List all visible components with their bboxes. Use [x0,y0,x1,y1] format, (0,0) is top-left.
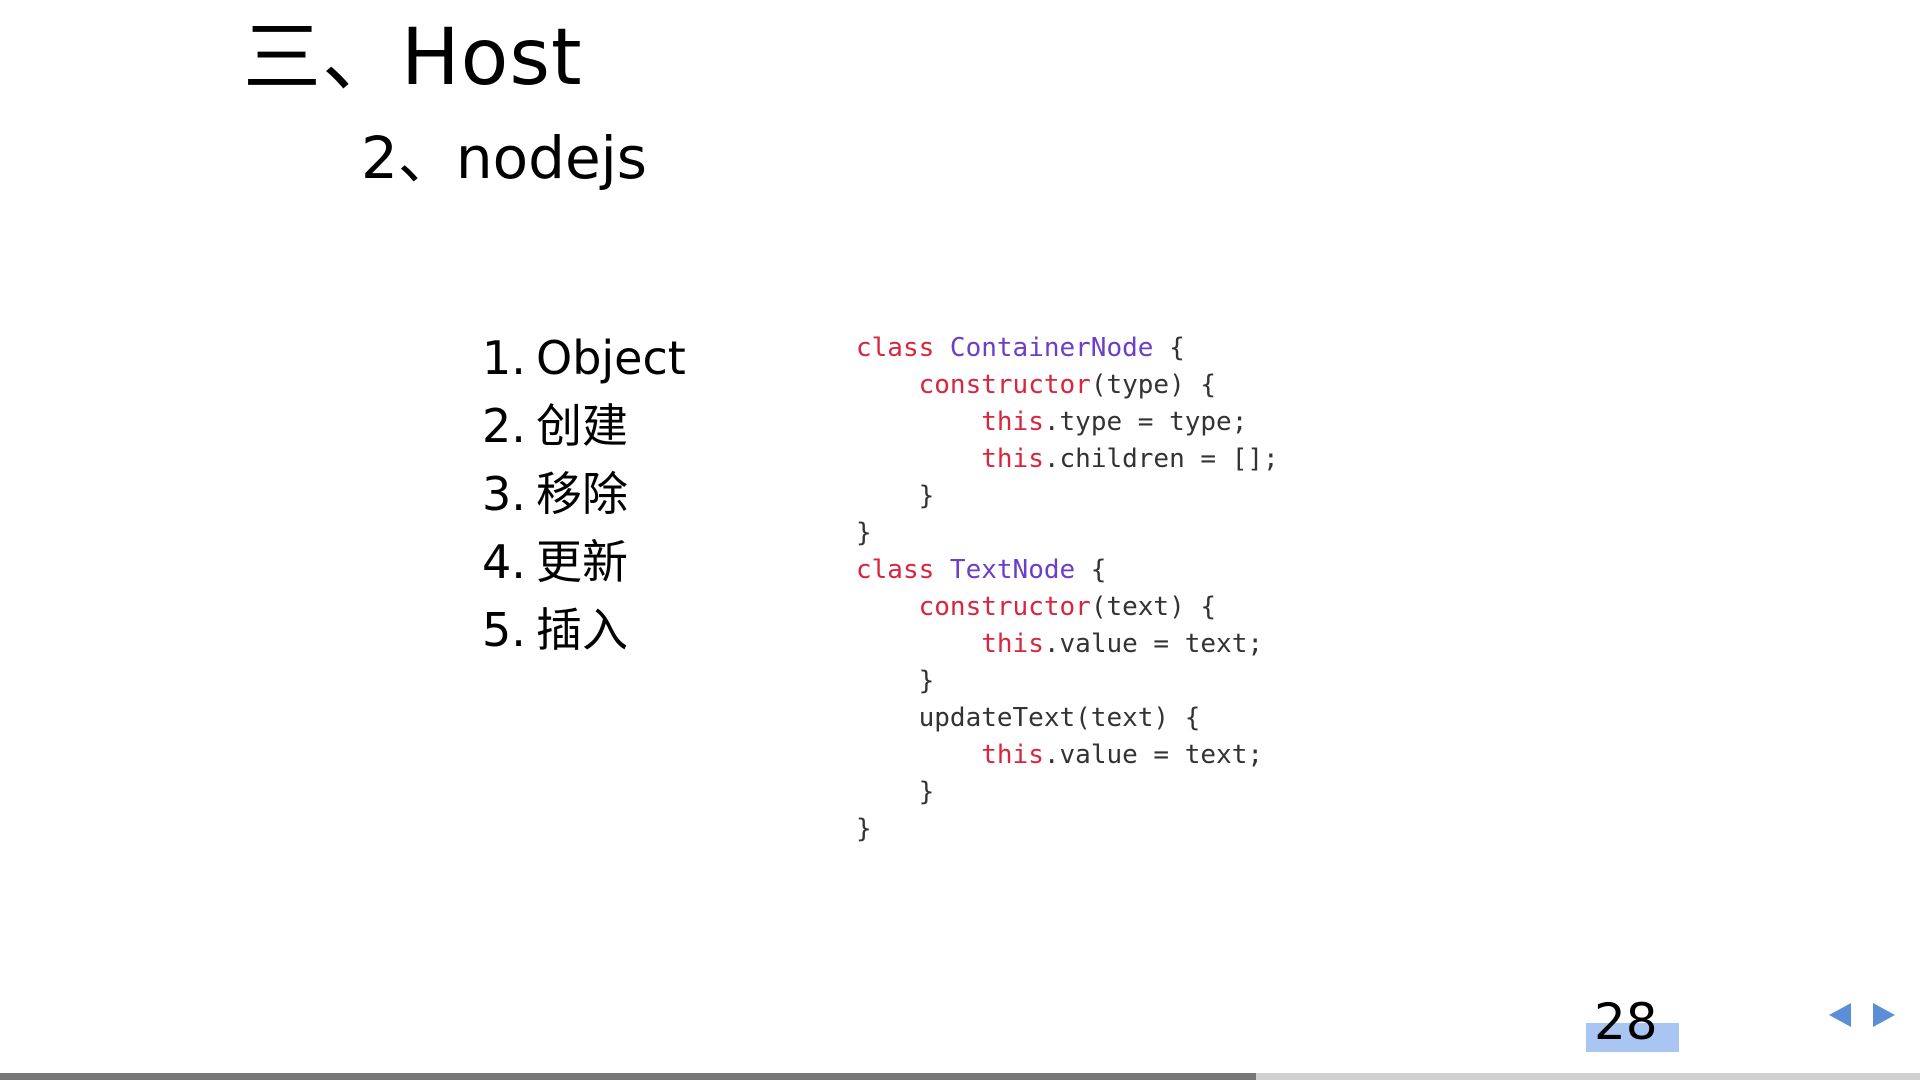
code-line: class TextNode { [856,552,1279,589]
code-token: (type) { [1090,370,1217,400]
code-token: } [856,777,935,807]
code-token: .value = text; [1043,629,1264,659]
list-item: 1.Object [482,324,686,392]
code-token: constructor [918,592,1091,622]
progress-bar [0,1073,1920,1080]
code-line: this.value = text; [856,737,1279,774]
code-line: this.type = type; [856,404,1279,441]
code-token: this [981,407,1044,437]
code-line: updateText(text) { [856,700,1279,737]
code-line: } [856,663,1279,700]
code-token: } [856,814,872,844]
progress-bar-fill [0,1073,1256,1080]
code-token: .value = text; [1043,740,1264,770]
code-token: { [1153,333,1185,363]
triangle-right-icon [1873,1003,1895,1027]
list-item-number: 2. [482,399,526,453]
code-token: .children = []; [1043,444,1279,474]
code-line: constructor(text) { [856,589,1279,626]
code-token: constructor [918,370,1091,400]
code-line: } [856,478,1279,515]
list-item: 2.创建 [482,392,686,460]
code-token [856,407,981,437]
list-item-number: 3. [482,467,526,521]
code-token: } [856,666,935,696]
code-token: this [981,629,1044,659]
code-line: this.value = text; [856,626,1279,663]
triangle-left-icon [1829,1003,1851,1027]
page-number: 28 [1594,993,1658,1051]
code-token [856,592,919,622]
code-token: (text) { [1090,592,1217,622]
page-number-highlight [1586,1023,1679,1052]
code-token [856,629,981,659]
code-token: class [856,555,950,585]
list-item-number: 1. [482,331,526,385]
code-token: .type = type; [1043,407,1248,437]
code-line: } [856,515,1279,552]
previous-slide-button[interactable] [1826,1000,1854,1030]
code-token [856,740,981,770]
code-line: } [856,774,1279,811]
list-item-number: 4. [482,535,526,589]
list-item-text: Object [536,331,686,385]
code-token: ContainerNode [949,333,1154,363]
list-item: 5.插入 [482,596,686,664]
code-block: class ContainerNode { constructor(type) … [856,330,1279,848]
code-token [856,444,981,474]
code-token [856,370,919,400]
list-item-number: 5. [482,603,526,657]
code-token: } [856,518,872,548]
code-token: this [981,444,1044,474]
list-item-text: 插入 [536,603,628,657]
code-token: class [856,333,950,363]
slide-subtitle: 2、nodejs [361,124,647,192]
list-item-text: 创建 [536,399,628,453]
topic-list: 1.Object 2.创建 3.移除 4.更新 5.插入 [482,324,686,664]
code-token: this [981,740,1044,770]
list-item-text: 更新 [536,535,628,589]
code-token: } [856,481,935,511]
code-token: { [1075,555,1107,585]
code-token: TextNode [949,555,1076,585]
next-slide-button[interactable] [1870,1000,1898,1030]
code-line: constructor(type) { [856,367,1279,404]
slide-title: 三、Host [243,13,583,103]
list-item: 4.更新 [482,528,686,596]
list-item: 3.移除 [482,460,686,528]
code-line: this.children = []; [856,441,1279,478]
list-item-text: 移除 [536,467,628,521]
code-token: updateText(text) { [856,703,1201,733]
code-line: } [856,811,1279,848]
code-line: class ContainerNode { [856,330,1279,367]
